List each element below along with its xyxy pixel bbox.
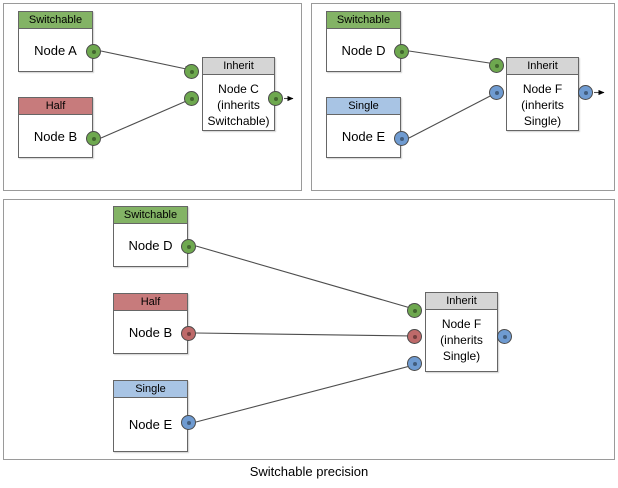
node-f2-body: Node F (inherits Single) (440, 317, 483, 363)
node-c-output-port[interactable] (268, 91, 283, 106)
node-b-body: Node B (33, 128, 78, 144)
node-e-header: Single (327, 98, 400, 115)
node-f2[interactable]: Inherit Node F (inherits Single) (425, 292, 498, 372)
node-f2-output-port[interactable] (497, 329, 512, 344)
node-d2-header: Switchable (114, 207, 187, 224)
panel-bottom (3, 199, 615, 460)
node-f-input-port-1[interactable] (489, 58, 504, 73)
node-b-header: Half (19, 98, 92, 115)
node-e2-output-port[interactable] (181, 415, 196, 430)
node-f2-input-port-2[interactable] (407, 329, 422, 344)
node-b2-output-port[interactable] (181, 326, 196, 341)
node-e-output-port[interactable] (394, 131, 409, 146)
node-b2-body: Node B (128, 324, 173, 340)
node-d-output-port[interactable] (394, 44, 409, 59)
node-e2-body: Node E (128, 417, 173, 432)
node-c-input-port-1[interactable] (184, 64, 199, 79)
node-f-body: Node F (inherits Single) (521, 82, 564, 128)
node-b2-header: Half (114, 294, 187, 311)
node-a-body: Node A (34, 42, 77, 58)
node-d2[interactable]: Switchable Node D (113, 206, 188, 267)
node-d2-body: Node D (128, 237, 173, 253)
node-f2-header: Inherit (426, 293, 497, 310)
node-d2-output-port[interactable] (181, 239, 196, 254)
node-f2-input-port-1[interactable] (407, 303, 422, 318)
node-f-input-port-2[interactable] (489, 85, 504, 100)
node-e-body: Node E (341, 128, 386, 144)
node-e2[interactable]: Single Node E (113, 380, 188, 452)
node-c[interactable]: Inherit Node C (inherits Switchable) (202, 57, 275, 131)
node-d-header: Switchable (327, 12, 400, 29)
node-b[interactable]: Half Node B (18, 97, 93, 158)
node-a-header: Switchable (19, 12, 92, 29)
node-d-body: Node D (341, 42, 386, 58)
node-f2-input-port-3[interactable] (407, 356, 422, 371)
node-f-output-port[interactable] (578, 85, 593, 100)
node-c-header: Inherit (203, 58, 274, 75)
node-e2-header: Single (114, 381, 187, 398)
node-d[interactable]: Switchable Node D (326, 11, 401, 72)
node-a-output-port[interactable] (86, 44, 101, 59)
diagram-caption: Switchable precision (249, 464, 369, 479)
node-a[interactable]: Switchable Node A (18, 11, 93, 72)
node-f[interactable]: Inherit Node F (inherits Single) (506, 57, 579, 131)
node-f-header: Inherit (507, 58, 578, 75)
node-c-body: Node C (inherits Switchable) (207, 82, 270, 128)
node-c-input-port-2[interactable] (184, 91, 199, 106)
node-e[interactable]: Single Node E (326, 97, 401, 158)
node-b-output-port[interactable] (86, 131, 101, 146)
node-b2[interactable]: Half Node B (113, 293, 188, 354)
